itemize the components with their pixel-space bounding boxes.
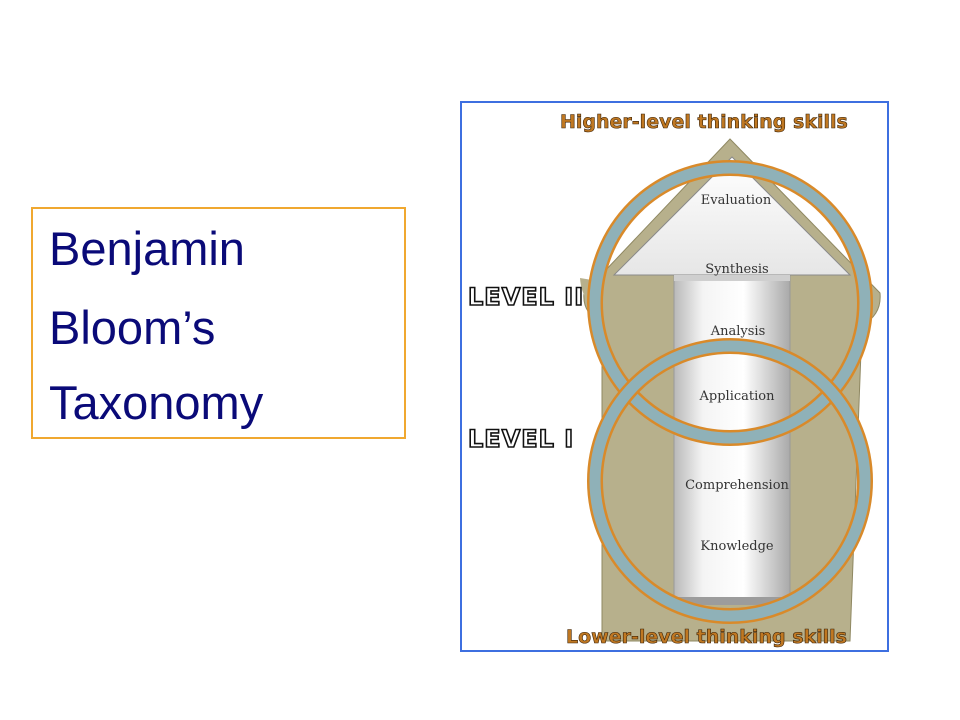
title-line-3: Taxonomy — [49, 376, 264, 429]
stage-analysis: Analysis — [710, 324, 766, 339]
stage-synthesis: Synthesis — [705, 262, 768, 277]
taxonomy-diagram: Evaluation Synthesis Analysis Applicatio… — [467, 111, 881, 648]
lower-level-banner: Lower-level thinking skills — [566, 626, 847, 648]
level-i-label: LEVEL I — [468, 425, 574, 453]
taxonomy-figure: Evaluation Synthesis Analysis Applicatio… — [460, 101, 889, 652]
stage-application: Application — [699, 389, 776, 404]
title-box: Benjamin Bloom’s Taxonomy — [31, 207, 406, 439]
level-ii-label: LEVEL II — [468, 283, 584, 311]
title-line-2: Bloom’s — [49, 301, 216, 354]
stage-knowledge: Knowledge — [700, 539, 774, 554]
title-line-1: Benjamin — [49, 222, 245, 275]
stage-comprehension: Comprehension — [685, 478, 789, 493]
higher-level-banner: Higher-level thinking skills — [560, 111, 848, 133]
stage-evaluation: Evaluation — [701, 193, 772, 208]
